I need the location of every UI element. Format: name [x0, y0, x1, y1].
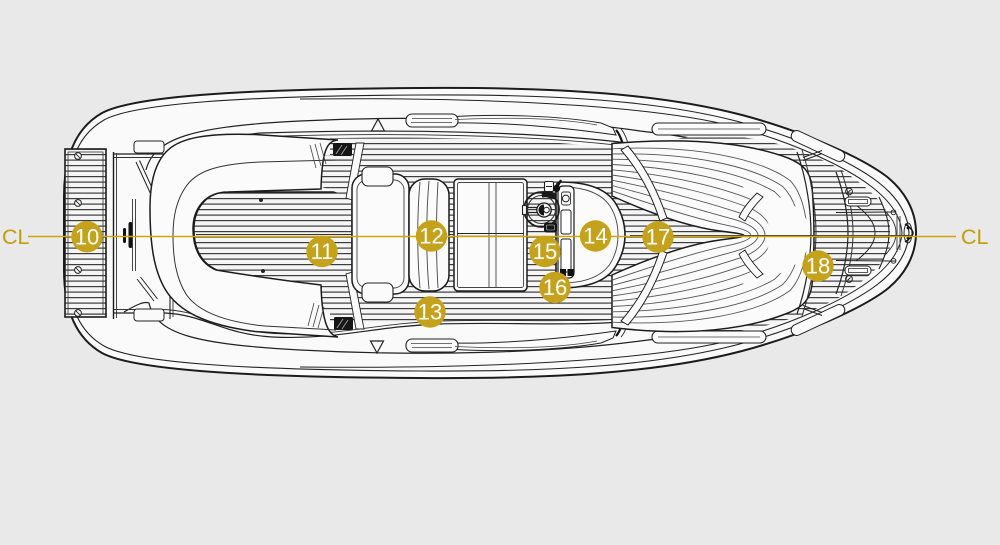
- svg-text:12: 12: [419, 224, 443, 249]
- svg-text:10: 10: [75, 224, 99, 249]
- svg-text:13: 13: [418, 300, 442, 325]
- svg-text:CL: CL: [2, 225, 30, 249]
- svg-text:18: 18: [806, 254, 830, 279]
- svg-text:16: 16: [543, 275, 567, 300]
- svg-text:14: 14: [583, 224, 607, 249]
- svg-text:15: 15: [533, 239, 557, 264]
- svg-text:CL: CL: [961, 225, 989, 249]
- svg-text:17: 17: [646, 225, 670, 250]
- svg-text:11: 11: [311, 239, 334, 264]
